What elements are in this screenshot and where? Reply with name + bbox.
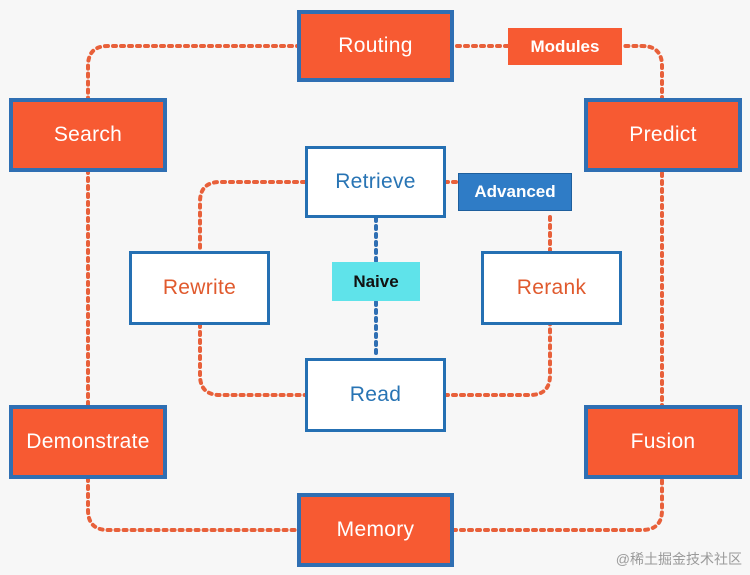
watermark-text: @稀土掘金技术社区 <box>615 551 742 567</box>
module-search: Search <box>9 98 167 172</box>
module-memory: Memory <box>297 493 454 567</box>
node-rerank: Rerank <box>481 251 622 325</box>
node-read: Read <box>305 358 446 432</box>
module-routing: Routing <box>297 10 454 82</box>
node-retrieve: Retrieve <box>305 146 446 218</box>
module-demonstrate: Demonstrate <box>9 405 167 479</box>
module-predict: Predict <box>584 98 742 172</box>
tag-modules: Modules <box>508 28 622 65</box>
tag-naive: Naive <box>332 262 420 301</box>
outer-loop-connector <box>86 44 664 532</box>
node-rewrite: Rewrite <box>129 251 270 325</box>
advanced-loop-connector <box>198 180 552 397</box>
tag-advanced: Advanced <box>458 173 572 211</box>
module-fusion: Fusion <box>584 405 742 479</box>
